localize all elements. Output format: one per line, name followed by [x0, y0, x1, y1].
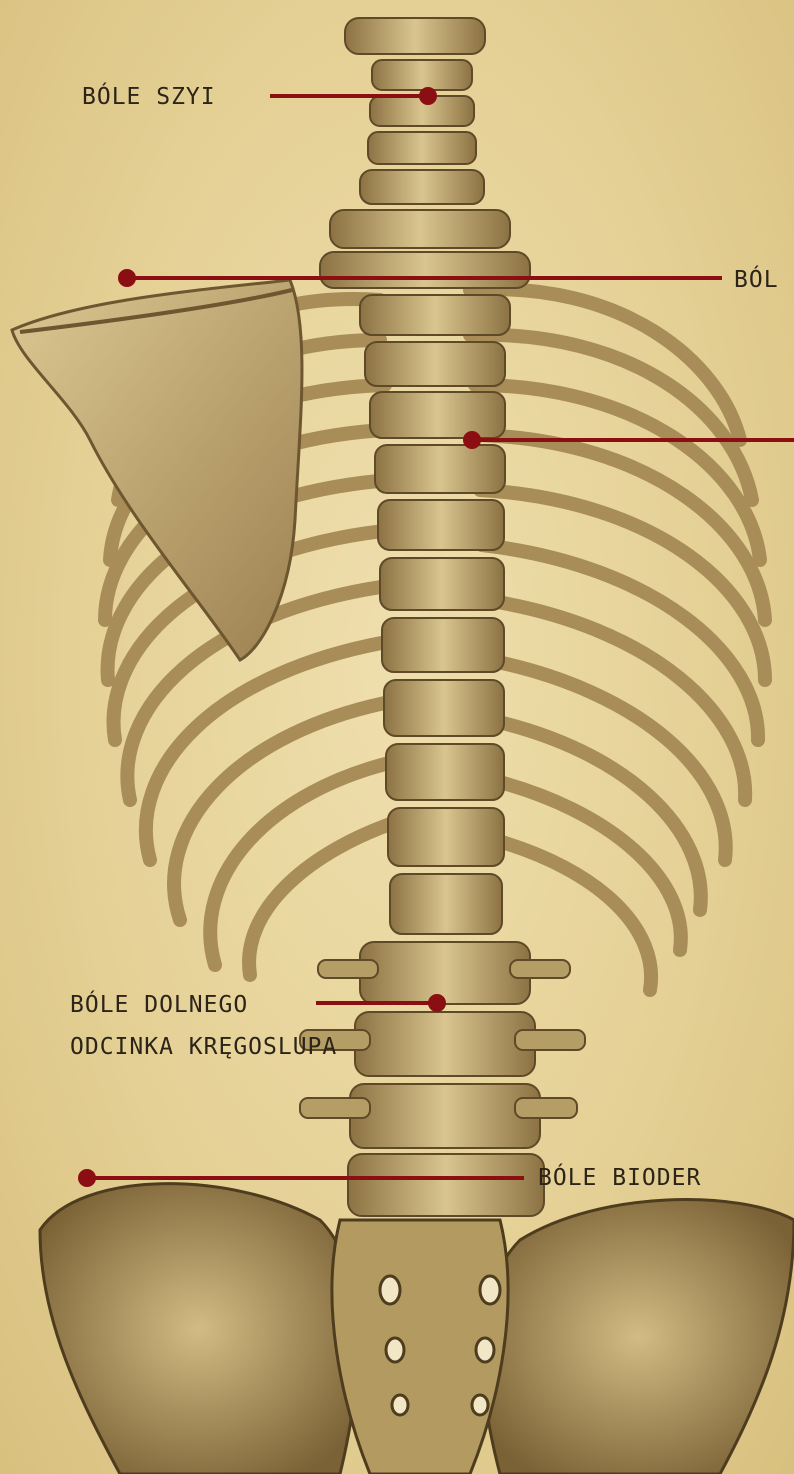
- lower-back-pain-label-line2: ODCINKA KRĘGOSLUPA: [70, 1036, 337, 1059]
- hip-pain-label: BÓLE BIODER: [538, 1167, 701, 1190]
- neck-pointer-dot: [421, 89, 435, 103]
- pelvis: [40, 1184, 794, 1474]
- hips-pointer-dot: [80, 1171, 94, 1185]
- upper-back-pain-label: BÓL: [734, 269, 779, 292]
- upper-back-pointer-dot: [120, 271, 134, 285]
- lower-back-pain-label-line1: BÓLE DOLNEGO: [70, 994, 248, 1017]
- mid-back-pointer-dot: [465, 433, 479, 447]
- lower-back-pointer-dot: [430, 996, 444, 1010]
- right-ribs: [470, 289, 765, 990]
- neck-pain-label: BÓLE SZYI: [82, 86, 216, 109]
- scapula: [12, 280, 302, 660]
